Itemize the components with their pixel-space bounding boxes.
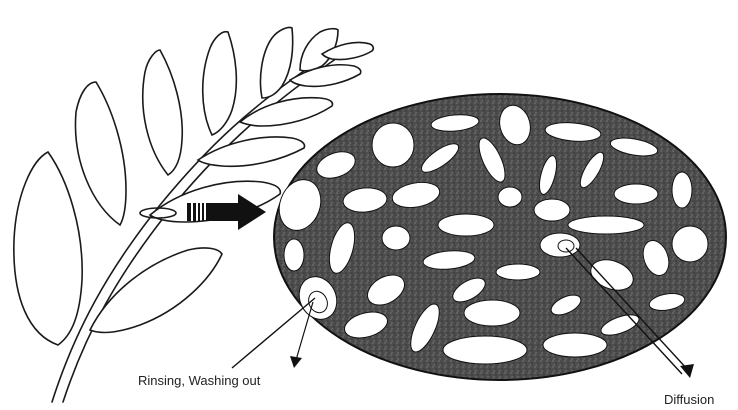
pore bbox=[672, 226, 708, 262]
rinsing-label: Rinsing, Washing out bbox=[138, 373, 261, 388]
diffusion-label: Diffusion bbox=[664, 392, 714, 407]
diffusion-arrowhead bbox=[680, 364, 694, 378]
pore bbox=[614, 184, 658, 204]
leaf bbox=[260, 27, 292, 98]
pore bbox=[568, 216, 644, 234]
rinsing-leader-line bbox=[232, 298, 315, 368]
pore bbox=[372, 123, 414, 167]
leaf bbox=[143, 50, 182, 175]
pore bbox=[438, 214, 494, 236]
leaf bbox=[75, 82, 126, 225]
leaf bbox=[14, 152, 82, 345]
pore bbox=[443, 336, 527, 364]
pore bbox=[382, 226, 410, 250]
pore bbox=[543, 333, 607, 357]
rinsing-arrowhead bbox=[290, 356, 302, 368]
leaf bbox=[203, 32, 237, 135]
leaf bbox=[90, 248, 222, 333]
pore bbox=[284, 239, 304, 271]
pore bbox=[498, 187, 522, 207]
pore bbox=[496, 264, 540, 280]
pore bbox=[464, 300, 520, 326]
leaf bbox=[240, 98, 333, 126]
pore bbox=[534, 199, 570, 221]
pore bbox=[672, 172, 692, 208]
leaf bbox=[198, 137, 305, 166]
